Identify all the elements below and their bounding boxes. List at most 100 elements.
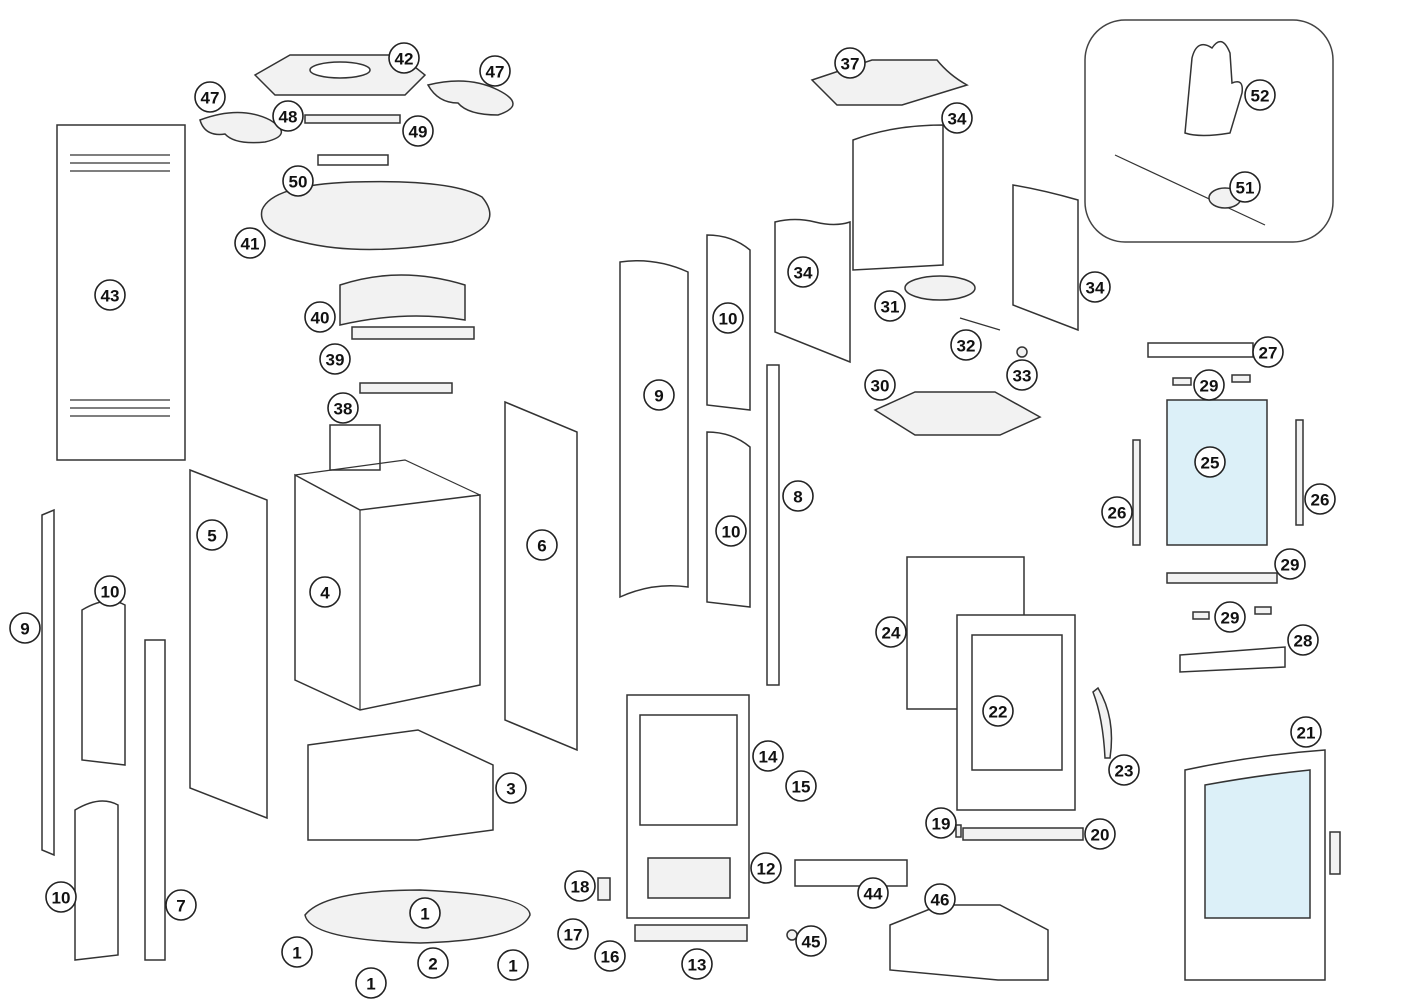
callout-circle xyxy=(787,256,819,288)
callout-circle xyxy=(834,47,866,79)
bracket-part-28 xyxy=(1179,646,1286,673)
callout-circle xyxy=(924,883,956,915)
plate-part-18 xyxy=(597,877,611,901)
callout-number: 23 xyxy=(1115,762,1134,781)
door-handle-21 xyxy=(1329,831,1341,875)
callout-circle xyxy=(1194,446,1226,478)
callout-number: 26 xyxy=(1108,504,1127,523)
callout-number: 24 xyxy=(882,624,901,643)
callout-circle xyxy=(165,889,197,921)
callout-circle xyxy=(1079,271,1111,303)
callout-circle xyxy=(752,740,784,772)
callout-circle xyxy=(281,936,313,968)
callout-number: 42 xyxy=(395,50,414,69)
callout-27: 27 xyxy=(1252,336,1284,368)
clip-29-d xyxy=(1254,606,1272,615)
callout-number: 21 xyxy=(1297,724,1316,743)
clip-part-27 xyxy=(1147,342,1254,358)
callout-circle xyxy=(417,947,449,979)
callout-number: 1 xyxy=(508,957,517,976)
callout-30: 30 xyxy=(864,369,896,401)
callout-number: 10 xyxy=(101,583,120,602)
seal-part-26-right xyxy=(1295,419,1304,526)
callout-circle xyxy=(94,575,126,607)
callout-number: 10 xyxy=(52,889,71,908)
vents-43 xyxy=(70,154,170,417)
callout-circle xyxy=(782,480,814,512)
callout-number: 51 xyxy=(1236,179,1255,198)
callout-circle xyxy=(1274,548,1306,580)
callout-31: 31 xyxy=(874,290,906,322)
callout-2: 2 xyxy=(417,947,449,979)
clip-29-b xyxy=(1231,374,1251,383)
callout-circle xyxy=(594,940,626,972)
callout-15: 15 xyxy=(785,770,817,802)
callout-number: 50 xyxy=(289,173,308,192)
callout-52: 52 xyxy=(1244,79,1276,111)
callout-circle xyxy=(309,576,341,608)
callout-43: 43 xyxy=(94,279,126,311)
callout-38: 38 xyxy=(327,392,359,424)
callout-circle xyxy=(1006,359,1038,391)
clip-29-a xyxy=(1172,377,1192,386)
callout-28: 28 xyxy=(1287,624,1319,656)
callout-12: 12 xyxy=(750,852,782,884)
top-part-41 xyxy=(260,180,491,251)
trim-part-9-middle xyxy=(619,260,689,599)
callout-number: 5 xyxy=(207,527,216,546)
callout-circle xyxy=(1244,79,1276,111)
callout-number: 3 xyxy=(506,780,515,799)
glove-part-52 xyxy=(1184,40,1244,137)
callout-circle xyxy=(941,102,973,134)
door-glass-part-21 xyxy=(1204,769,1311,919)
seal-part-26-left xyxy=(1132,439,1141,546)
callout-number: 38 xyxy=(334,400,353,419)
nut-part-33 xyxy=(1016,346,1028,358)
callout-9: 9 xyxy=(643,379,675,411)
callout-circle xyxy=(495,772,527,804)
callout-19: 19 xyxy=(925,807,957,839)
callout-number: 17 xyxy=(564,926,583,945)
handle-part-23 xyxy=(1092,686,1113,759)
callout-circle xyxy=(479,55,511,87)
callout-number: 19 xyxy=(932,815,951,834)
callout-circle xyxy=(526,529,558,561)
callout-circle xyxy=(196,519,228,551)
callout-circle xyxy=(94,279,126,311)
callout-number: 1 xyxy=(292,944,301,963)
cover-part-47-left xyxy=(199,111,282,144)
callout-10: 10 xyxy=(45,881,77,913)
callout-number: 1 xyxy=(420,905,429,924)
callout-49: 49 xyxy=(402,115,434,147)
ashpan-part-3 xyxy=(307,729,494,841)
callout-1: 1 xyxy=(409,897,441,929)
callout-29: 29 xyxy=(1274,548,1306,580)
callout-29: 29 xyxy=(1193,369,1225,401)
callout-number: 12 xyxy=(757,860,776,879)
callout-21: 21 xyxy=(1290,716,1322,748)
callout-circle xyxy=(1101,496,1133,528)
callout-32: 32 xyxy=(950,329,982,361)
callout-circle xyxy=(564,870,596,902)
callout-number: 14 xyxy=(759,748,778,767)
callout-circle xyxy=(282,165,314,197)
callout-circle xyxy=(272,100,304,132)
callout-number: 34 xyxy=(1086,279,1105,298)
callout-number: 31 xyxy=(881,298,900,317)
callout-number: 27 xyxy=(1259,344,1278,363)
callout-number: 25 xyxy=(1201,454,1220,473)
trim-part-9-left xyxy=(41,508,55,857)
bracket-part-44 xyxy=(794,859,908,887)
callout-number: 49 xyxy=(409,123,428,142)
callout-number: 29 xyxy=(1200,377,1219,396)
callout-circle xyxy=(1287,624,1319,656)
callout-number: 22 xyxy=(989,703,1008,722)
panel-part-10-upper xyxy=(81,600,126,766)
callout-circle xyxy=(785,770,817,802)
grate-part-31 xyxy=(904,275,976,301)
accessories-box xyxy=(1084,19,1334,243)
callout-number: 52 xyxy=(1251,87,1270,106)
callout-22: 22 xyxy=(982,695,1014,727)
